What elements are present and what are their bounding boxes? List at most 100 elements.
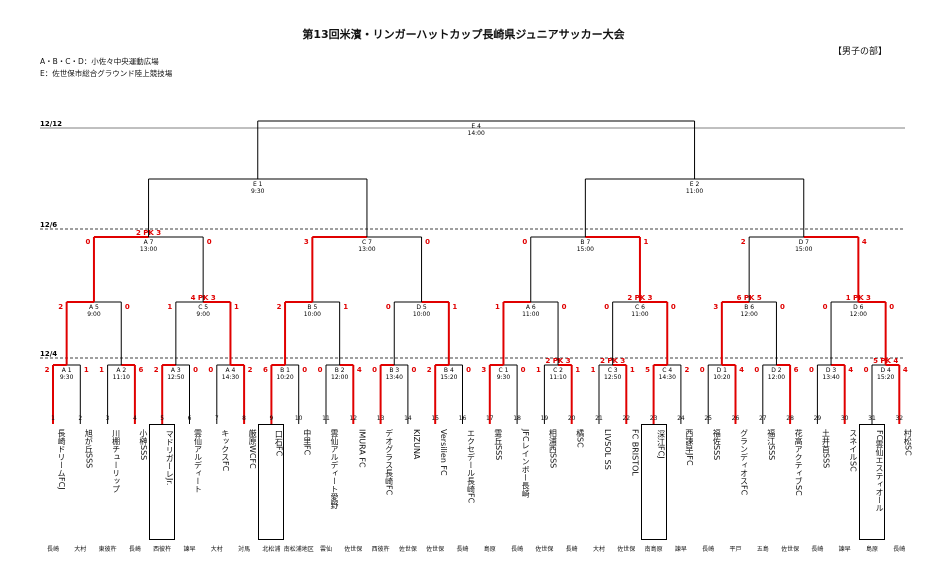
- team-box: JFCレインボー長崎: [504, 424, 530, 540]
- match-time: 10:00: [304, 311, 321, 318]
- match-time: 11:10: [113, 374, 130, 381]
- team-name: FC BRISTOL: [630, 429, 640, 476]
- team-number: 15: [431, 415, 439, 422]
- team-name: キックスFC: [220, 429, 230, 472]
- team-region: 東彼杵: [98, 546, 117, 553]
- final-time: 14:00: [468, 130, 485, 137]
- team-name: スネイルSC: [848, 429, 858, 472]
- team-region: 長崎: [702, 546, 715, 553]
- match-code: D 5: [416, 304, 427, 311]
- team-number: 24: [677, 415, 685, 422]
- match-code: B 1: [280, 367, 290, 374]
- team-box: 福江SSS: [750, 424, 776, 540]
- match-code: C 4: [662, 367, 672, 374]
- team-box: キックスFC: [204, 424, 230, 540]
- team-number: 4: [132, 415, 137, 422]
- score-left: 2: [277, 303, 282, 311]
- match-code: D 4: [880, 367, 891, 374]
- team-number: 31: [868, 415, 876, 422]
- score-left: 2: [427, 366, 432, 374]
- score-right: 1: [452, 303, 457, 311]
- team-region: 長崎: [565, 546, 578, 553]
- team-number: 32: [895, 415, 904, 422]
- team-region: 五島: [756, 546, 769, 553]
- team-region: 佐世保: [426, 546, 445, 553]
- match-time: 9:30: [251, 188, 265, 195]
- team-region: 佐世保: [617, 546, 636, 553]
- match-time: 10:20: [276, 374, 293, 381]
- score-right: 0: [302, 366, 307, 374]
- team-number: 25: [704, 415, 712, 422]
- match-code: E 2: [690, 181, 700, 188]
- match-time: 15:00: [795, 246, 812, 253]
- team-box: FC雲仙エスティオール: [859, 424, 885, 540]
- team-number: 19: [540, 415, 549, 422]
- score-right: 1: [630, 366, 635, 374]
- match-code: C 5: [198, 304, 208, 311]
- team-region: 諫早: [674, 546, 687, 553]
- team-name: 土井首SSS: [821, 429, 831, 469]
- match-code: D 2: [771, 367, 782, 374]
- score-right: 2: [248, 366, 253, 374]
- score-right: 1: [575, 366, 580, 374]
- score-left: 0: [386, 303, 391, 311]
- match-code: A 7: [144, 239, 154, 246]
- team-number: 11: [322, 415, 330, 422]
- team-number: 29: [813, 415, 822, 422]
- match-time: 10:20: [713, 374, 730, 381]
- team-box: グランディオスFC: [723, 424, 749, 540]
- score-left: 0: [864, 366, 869, 374]
- match-time: 12:00: [331, 374, 348, 381]
- team-number: 10: [294, 415, 303, 422]
- score-right: 0: [562, 303, 567, 311]
- team-number: 20: [567, 415, 576, 422]
- team-box: 雲仙アルディート: [177, 424, 203, 540]
- match-code: B 5: [307, 304, 317, 311]
- team-region: 佐世保: [398, 546, 417, 553]
- match-code: C 2: [553, 367, 563, 374]
- team-name: 霊丘SSS: [493, 429, 503, 461]
- match-time: 9:00: [87, 311, 101, 318]
- match-code: A 3: [171, 367, 181, 374]
- team-name: 村松SC: [903, 429, 913, 456]
- team-box: 小榊SSS: [122, 424, 148, 540]
- team-box: デオグラス長崎FC: [368, 424, 394, 540]
- team-name: グランディオスFC: [739, 429, 749, 496]
- team-box: 花高アクティブSC: [777, 424, 803, 540]
- match-time: 11:00: [686, 188, 703, 195]
- match-code: A 2: [116, 367, 126, 374]
- match-time: 11:00: [522, 311, 539, 318]
- team-name: JFCレインボー長崎: [521, 429, 531, 498]
- team-box: 福佐SSS: [695, 424, 721, 540]
- score-right: 4: [357, 366, 362, 374]
- team-number: 3: [105, 415, 110, 422]
- score-left: 1: [99, 366, 104, 374]
- team-region: 長崎: [128, 546, 141, 553]
- team-region: 佐世保: [535, 546, 554, 553]
- score-left: 0: [318, 366, 323, 374]
- team-name: 旭が丘SSS: [84, 429, 94, 469]
- match-time: 12:00: [741, 311, 758, 318]
- team-name: LIVSOL SS: [603, 429, 612, 470]
- team-name: 厳原WCFC: [248, 429, 258, 469]
- match-code: E 1: [253, 181, 263, 188]
- score-right: 0: [889, 303, 894, 311]
- team-region: 大村: [210, 546, 223, 553]
- score-left: 1: [536, 366, 541, 374]
- match-code: B 2: [335, 367, 345, 374]
- score-right: 0: [521, 366, 526, 374]
- team-name: 西諫早JFC: [684, 429, 694, 466]
- score-right: 4: [862, 238, 867, 246]
- date-label: 12/4: [40, 350, 57, 358]
- team-number: 5: [160, 415, 165, 422]
- team-box: 土井首SSS: [804, 424, 830, 540]
- match-code: A 1: [62, 367, 72, 374]
- team-name: 福佐SSS: [712, 429, 722, 461]
- team-region: 長崎: [511, 546, 524, 553]
- team-region: 長崎: [893, 546, 906, 553]
- team-name: FC雲仙エスティオール: [875, 430, 884, 513]
- team-number: 7: [214, 415, 219, 422]
- match-code: B 4: [444, 367, 454, 374]
- page-title: 第13回米濱・リンガーハットカップ長崎県ジュニアサッカー大会: [302, 28, 625, 41]
